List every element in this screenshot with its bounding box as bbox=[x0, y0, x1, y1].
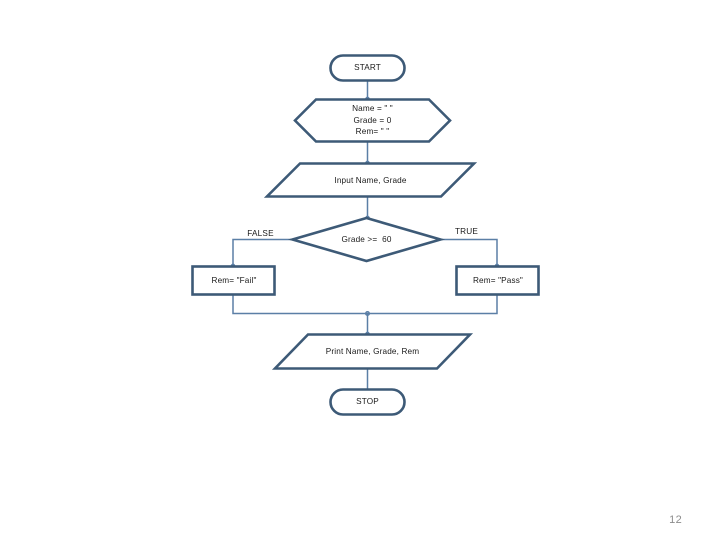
node-start-shape[interactable] bbox=[329, 54, 406, 82]
node-input-shape[interactable] bbox=[263, 162, 478, 198]
connector-decide-to-fail bbox=[232, 238, 292, 266]
page-number: 12 bbox=[669, 514, 682, 526]
branch-label-true: TRUE bbox=[454, 227, 479, 236]
node-decide-shape[interactable] bbox=[287, 216, 446, 263]
connector-layer bbox=[230, 80, 500, 389]
node-print-shape[interactable] bbox=[271, 333, 474, 370]
junction-dot-merge bbox=[364, 310, 371, 317]
branch-label-false: FALSE bbox=[247, 229, 274, 238]
shape-layer bbox=[191, 54, 540, 416]
connector-pass-to-merge bbox=[367, 295, 498, 315]
node-stop-shape[interactable] bbox=[329, 388, 406, 416]
node-init-label-line3: Rem= " " bbox=[355, 127, 390, 136]
node-init-shape[interactable] bbox=[293, 98, 452, 143]
node-init-label-line1: Name = " " bbox=[352, 104, 393, 113]
connector-fail-to-merge bbox=[232, 295, 368, 315]
node-init-label-line2: Grade = 0 bbox=[353, 115, 392, 125]
connector-decide-to-pass bbox=[441, 238, 498, 266]
node-fail-shape[interactable] bbox=[191, 265, 276, 296]
node-init-text-group: Name = " " Grade = 0 Rem= " " bbox=[295, 103, 450, 138]
node-pass-shape[interactable] bbox=[455, 265, 540, 296]
